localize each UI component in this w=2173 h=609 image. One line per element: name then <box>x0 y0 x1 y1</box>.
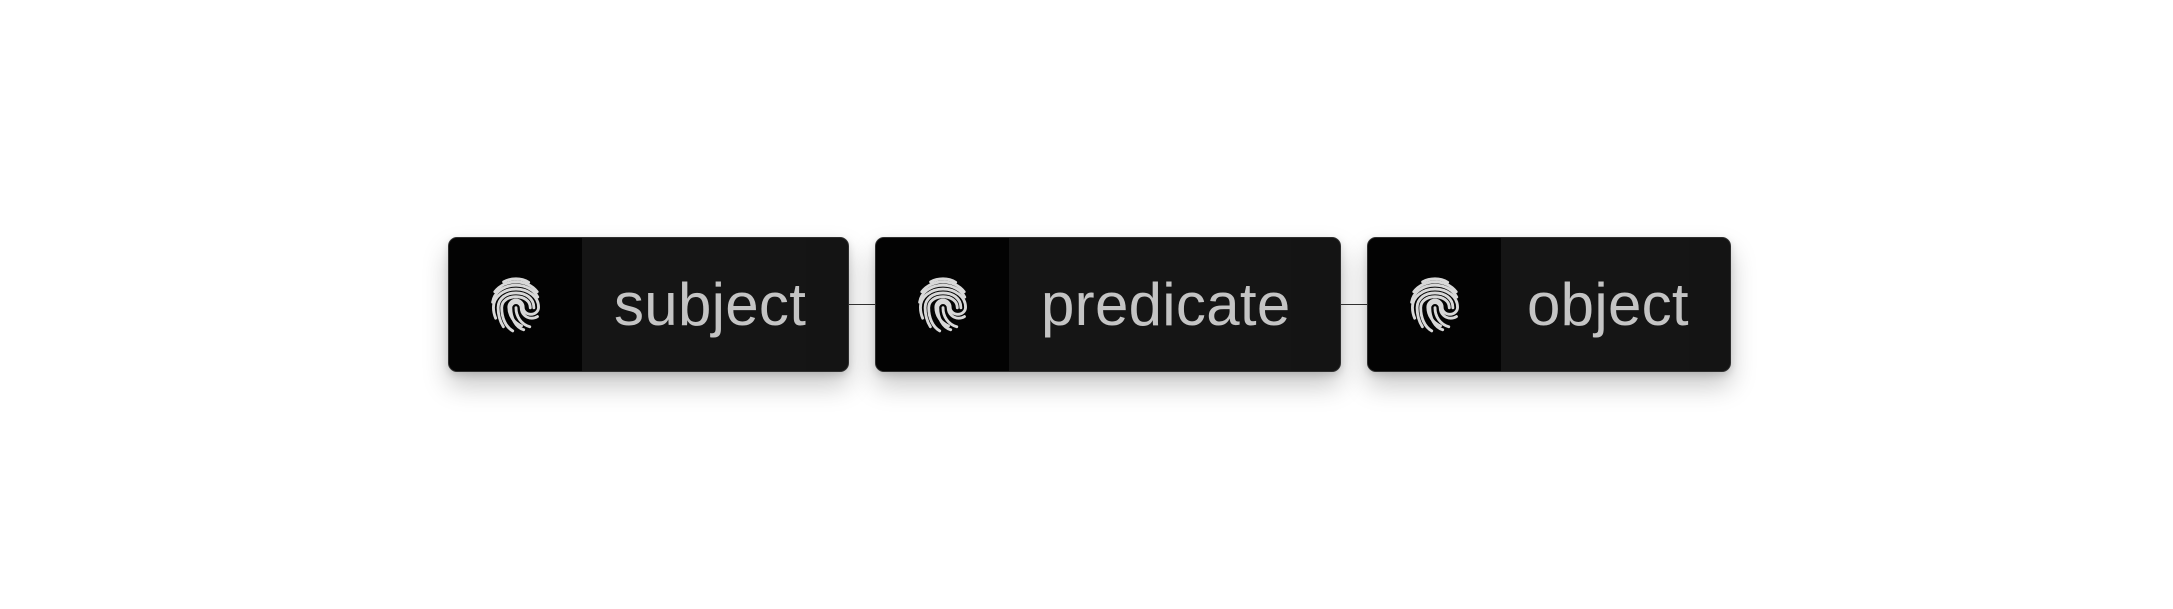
predicate-node[interactable]: predicate <box>875 237 1341 372</box>
object-label: object <box>1501 238 1689 371</box>
subject-icon-cell <box>449 238 582 371</box>
object-icon-cell <box>1368 238 1501 371</box>
subject-node[interactable]: subject <box>448 237 849 372</box>
subject-predicate-connector <box>849 303 875 306</box>
predicate-label: predicate <box>1009 238 1291 371</box>
rdf-triple-diagram: subject predicate <box>448 237 1731 372</box>
predicate-object-connector <box>1341 303 1367 306</box>
fingerprint-icon <box>1409 276 1459 332</box>
fingerprint-icon <box>917 276 967 332</box>
subject-label: subject <box>582 238 807 371</box>
predicate-icon-cell <box>876 238 1009 371</box>
fingerprint-icon <box>490 276 540 332</box>
object-node[interactable]: object <box>1367 237 1731 372</box>
